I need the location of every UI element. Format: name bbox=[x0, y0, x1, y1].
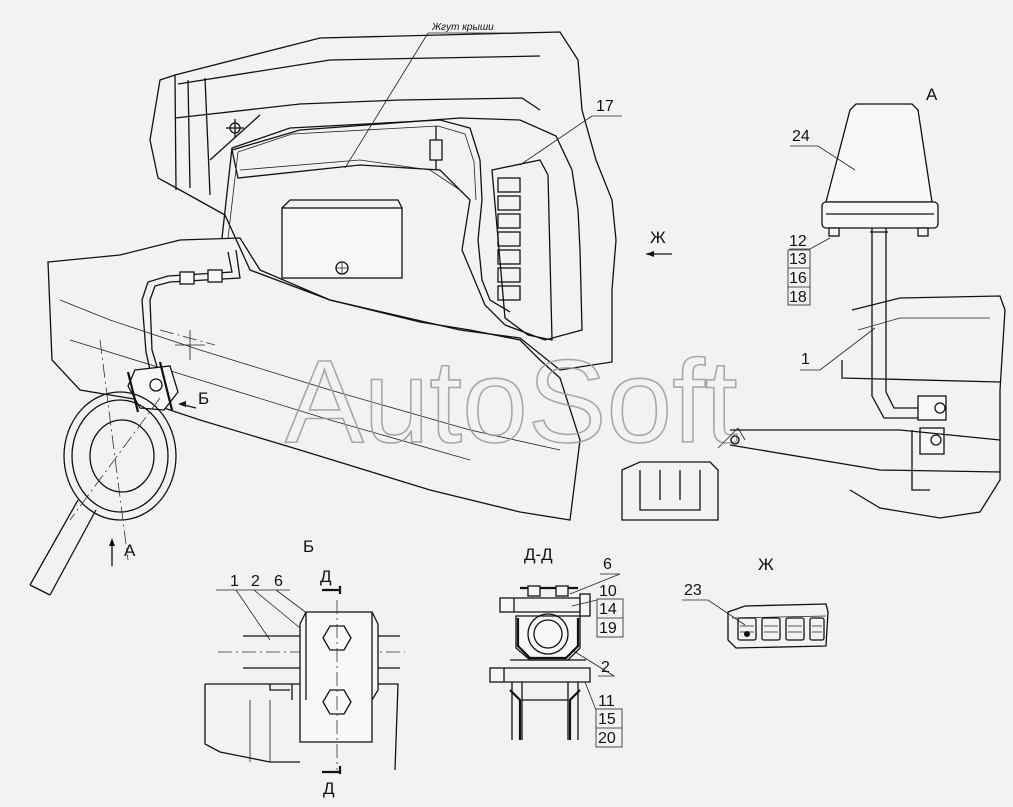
callout-6b: 6 bbox=[274, 573, 283, 590]
callout-19: 19 bbox=[599, 620, 617, 637]
cab-roof-assembly bbox=[149, 31, 617, 371]
callout-23: 23 bbox=[684, 582, 702, 599]
callout-10: 10 bbox=[599, 583, 617, 600]
callout-15: 15 bbox=[598, 711, 616, 728]
callout-14: 14 bbox=[599, 601, 617, 618]
view-arrow-a-label: А bbox=[124, 541, 136, 560]
callout-16: 16 bbox=[789, 270, 807, 287]
callout-1b: 1 bbox=[230, 573, 239, 590]
callout-18: 18 bbox=[789, 289, 807, 306]
callout-17: 17 bbox=[596, 98, 614, 115]
indicator-icon bbox=[744, 631, 750, 637]
callout-17-leader bbox=[519, 115, 622, 166]
callout-20: 20 bbox=[598, 730, 616, 747]
section-d-top-label: Д bbox=[320, 567, 332, 586]
callout-2d: 2 bbox=[601, 659, 610, 676]
view-dd-section: Д-Д 6 10 14 19 2 11 15 20 bbox=[489, 545, 624, 748]
view-b-clamp: Б 1 2 6 Д Д bbox=[204, 537, 405, 798]
callout-2b: 2 bbox=[251, 573, 260, 590]
view-a-beacon: А 24 12 13 16 18 bbox=[621, 85, 1006, 521]
view-a-title: А bbox=[926, 85, 938, 104]
view-zh-title: Ж bbox=[758, 555, 774, 574]
callout-13: 13 bbox=[789, 251, 807, 268]
harness-label: Жгут крыши bbox=[431, 22, 494, 33]
view-arrow-b-label: Б bbox=[198, 389, 209, 408]
callout-24: 24 bbox=[792, 128, 810, 145]
watermark-text: AutoSoft bbox=[285, 336, 738, 468]
arrow-head-icon bbox=[109, 538, 115, 546]
callout-24-leader bbox=[790, 145, 856, 171]
section-d-bottom-label: Д bbox=[323, 779, 335, 798]
view-arrow-zh-label: Ж bbox=[650, 228, 666, 247]
view-dd-title: Д-Д bbox=[524, 545, 553, 564]
view-b-title: Б bbox=[303, 537, 314, 556]
harness-leader bbox=[344, 32, 512, 169]
callout-12: 12 bbox=[789, 233, 807, 250]
callout-1a: 1 bbox=[801, 351, 810, 368]
callout-6d: 6 bbox=[603, 556, 612, 573]
view-zh-panel: Ж 23 bbox=[682, 555, 829, 649]
callout-11: 11 bbox=[598, 693, 615, 710]
arrow-head-icon bbox=[646, 251, 654, 257]
arrow-head-icon bbox=[178, 401, 186, 407]
beacon-mount-left bbox=[29, 249, 241, 596]
